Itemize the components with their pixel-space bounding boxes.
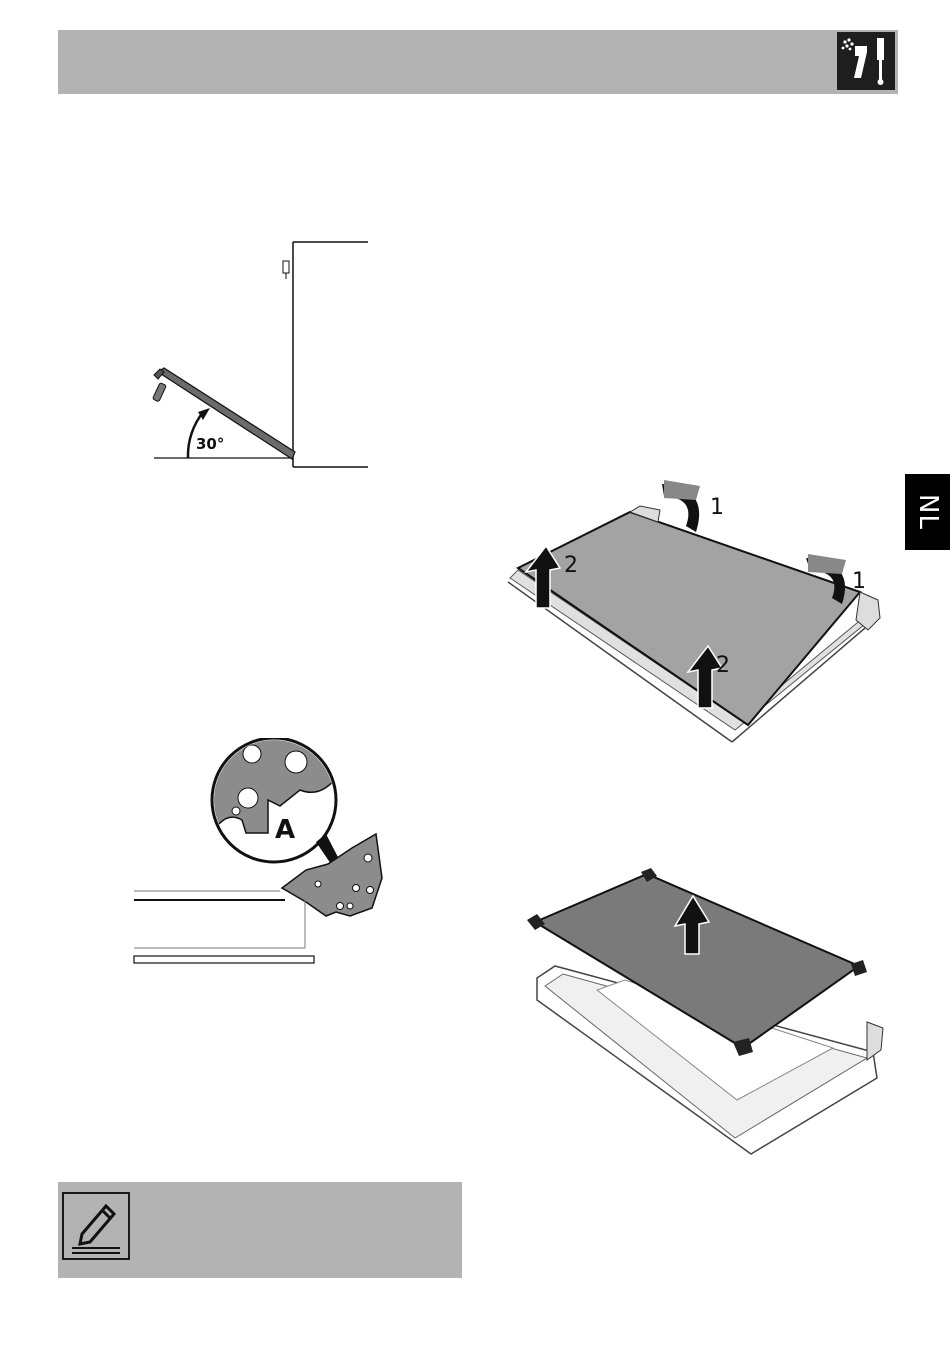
callout-label: A bbox=[275, 815, 295, 845]
page-header-bar bbox=[58, 30, 898, 94]
door-tilt-figure: 30° bbox=[140, 235, 380, 475]
step1-label-top: 1 bbox=[710, 495, 724, 520]
step2-label-left: 2 bbox=[564, 553, 578, 578]
step1-label-right: 1 bbox=[852, 569, 866, 594]
glass-panel-removal-figure: 1 1 2 2 bbox=[500, 470, 895, 760]
angle-label: 30° bbox=[196, 435, 224, 453]
cleaning-spray-brush-icon bbox=[837, 32, 895, 90]
language-tab-label: NL bbox=[913, 494, 943, 530]
step2-label-bottom: 2 bbox=[716, 653, 730, 678]
language-tab[interactable]: NL bbox=[905, 474, 950, 550]
hinge-detail-figure: A bbox=[130, 738, 400, 968]
note-box bbox=[58, 1182, 462, 1278]
pencil-note-icon bbox=[62, 1192, 130, 1260]
glass-panel-lift-figure bbox=[505, 862, 895, 1157]
